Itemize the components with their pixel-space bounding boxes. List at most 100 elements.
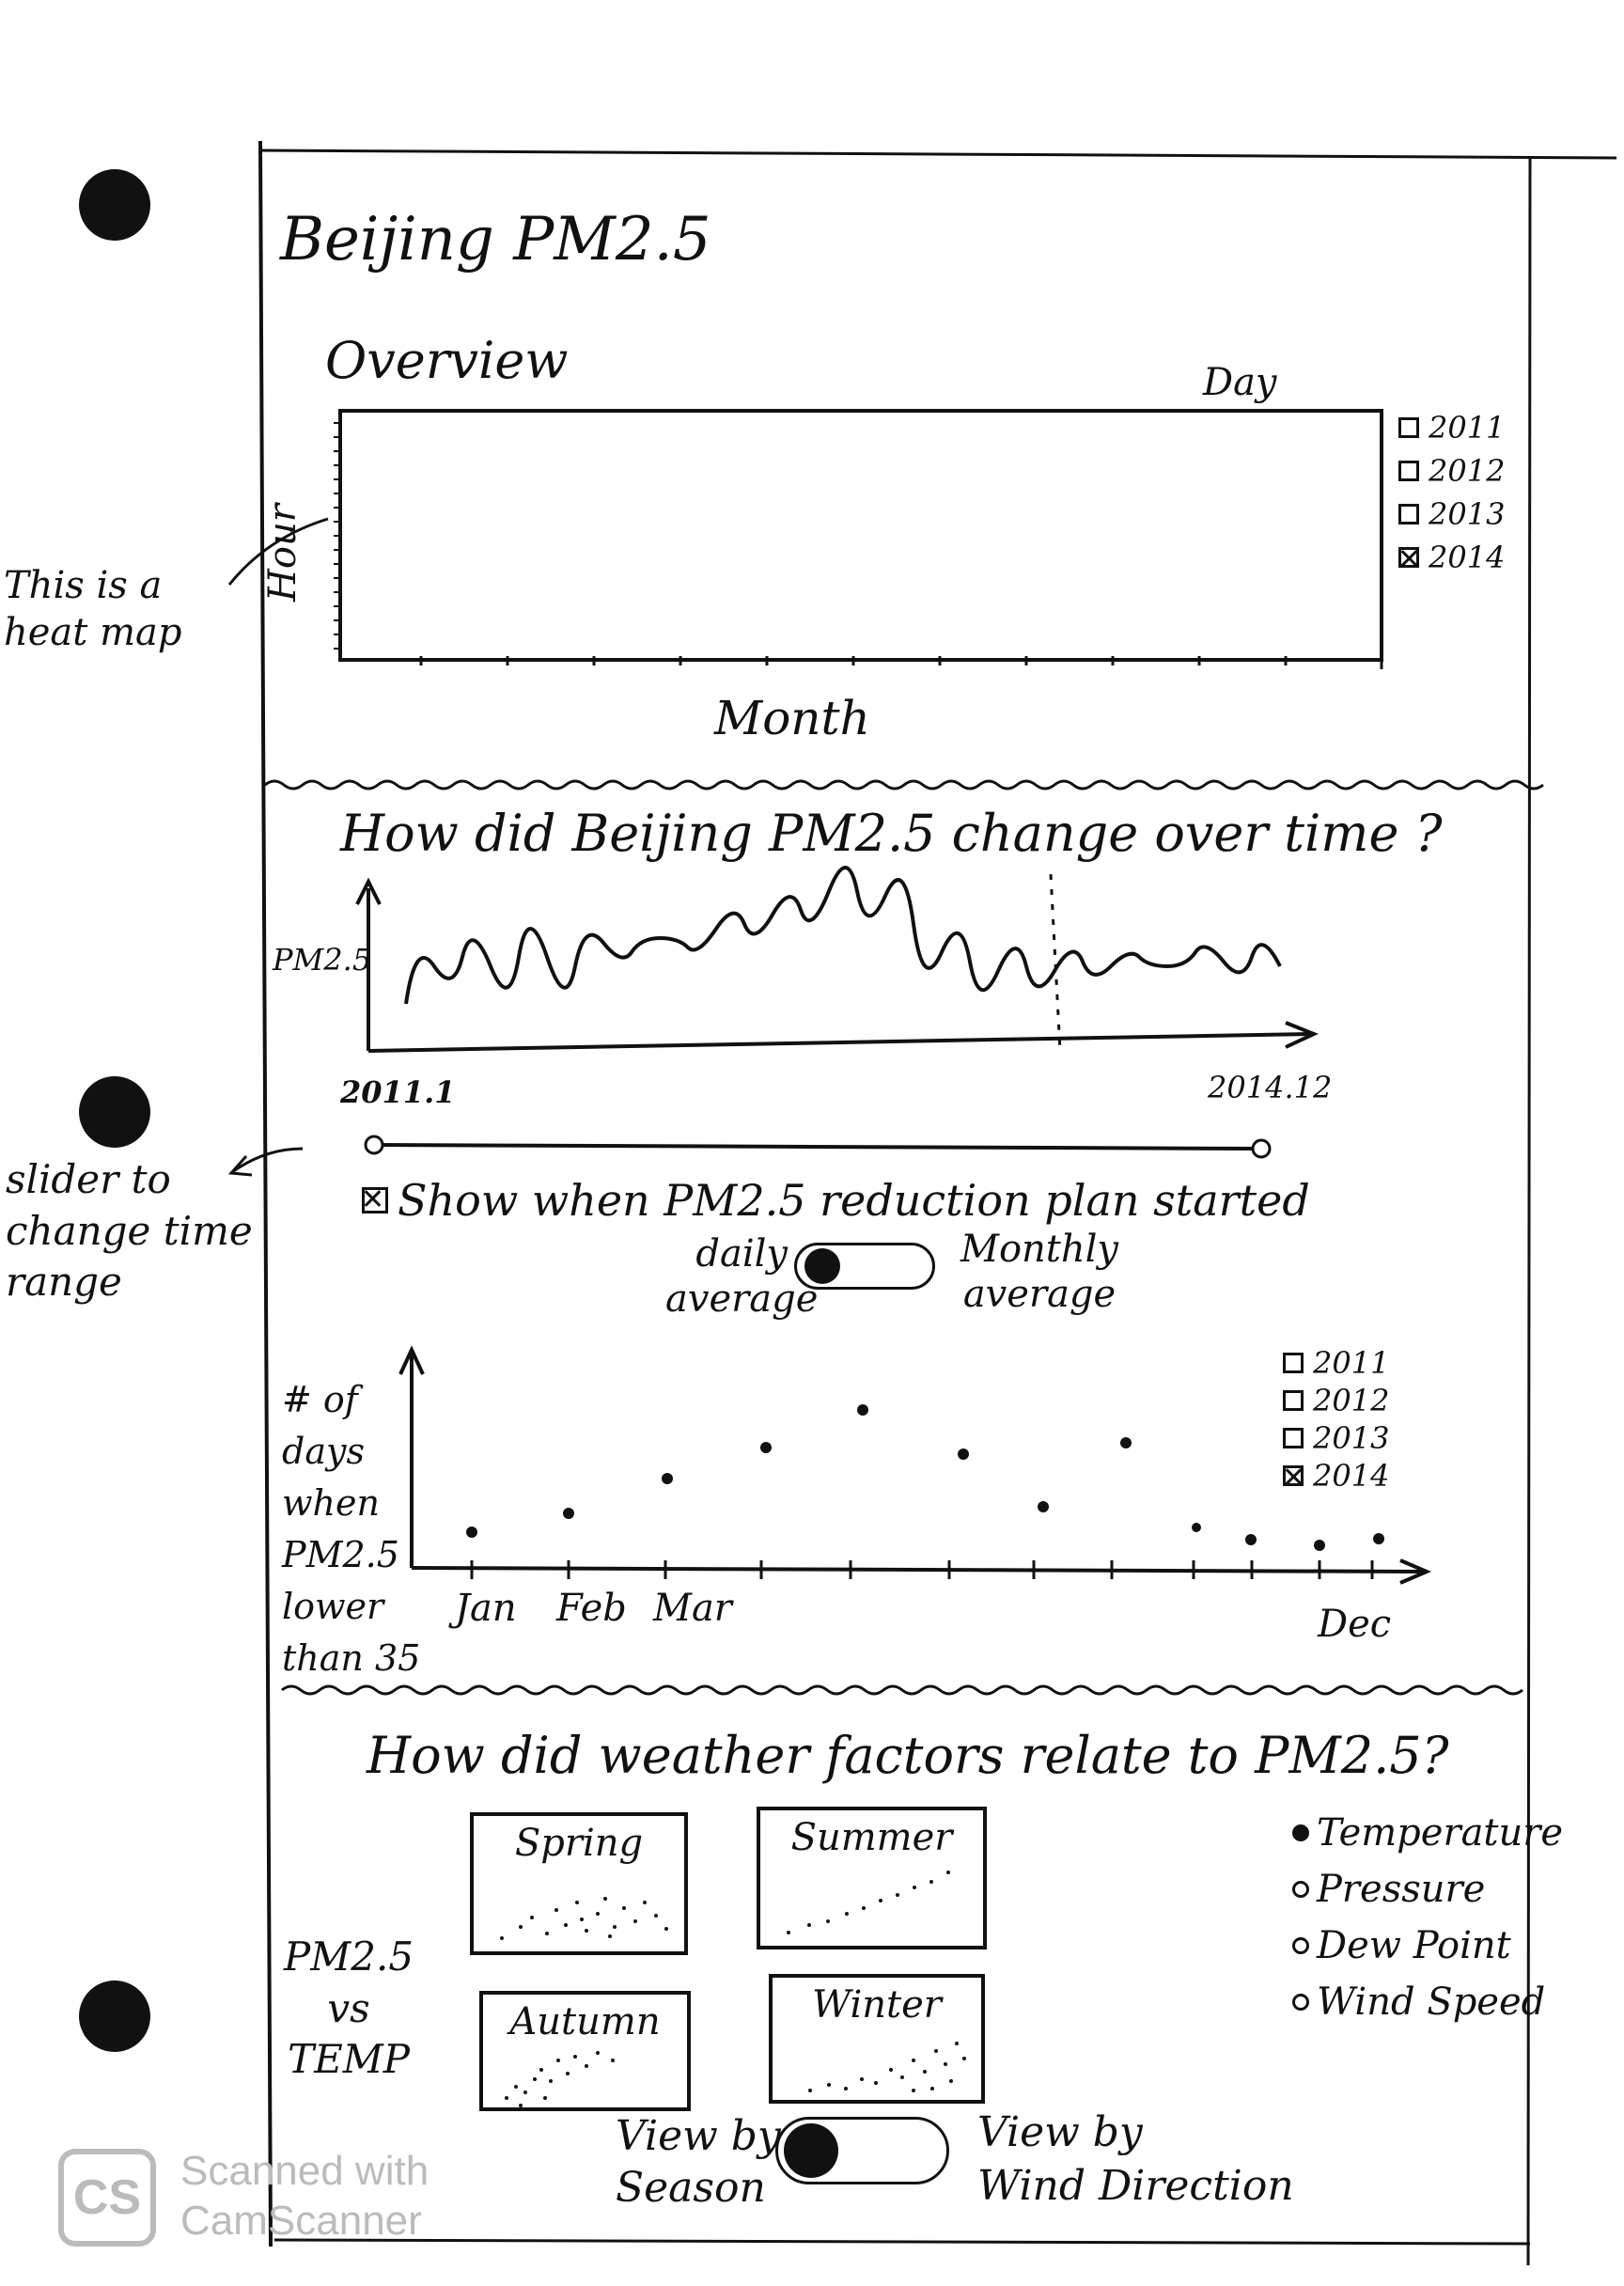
timeline-end-label: 2014.12 xyxy=(1208,1070,1333,1105)
days-x-label-mar: Mar xyxy=(653,1587,732,1630)
heatmap-y-ticks xyxy=(334,422,340,650)
overview-top-label: Day xyxy=(1203,361,1277,404)
toggle-knob xyxy=(784,2123,838,2178)
legend-item-2012[interactable]: 2012 xyxy=(1398,449,1505,493)
radio-dot[interactable] xyxy=(1292,1824,1309,1841)
legend-label: 2011 xyxy=(1429,410,1506,446)
section-divider xyxy=(281,1684,1523,1696)
overview-heading: Overview xyxy=(325,331,569,390)
checkbox-2011[interactable] xyxy=(1283,1353,1304,1373)
slider-annotation-line: slider to xyxy=(6,1156,171,1202)
slider-annotation: slider to change time range xyxy=(6,1154,253,1308)
side-label-line: vs xyxy=(327,1984,370,2031)
legend-item-2013[interactable]: 2013 xyxy=(1398,493,1505,536)
checkbox-2013[interactable] xyxy=(1398,504,1419,525)
heatmap-annotation: This is a heat map xyxy=(4,564,182,654)
side-label-line: TEMP xyxy=(288,2036,410,2083)
heatmap-box xyxy=(338,409,1383,662)
annotation-arrow xyxy=(227,517,329,586)
toggle-left-line: daily xyxy=(695,1232,788,1276)
punch-hole xyxy=(79,1076,150,1148)
average-toggle[interactable] xyxy=(794,1243,935,1290)
view-toggle-right-label: View by Wind Direction xyxy=(977,2106,1294,2213)
season-label: Summer xyxy=(790,1816,953,1859)
days-y-label-line: than 35 xyxy=(282,1637,421,1680)
radio-pressure[interactable]: Pressure xyxy=(1292,1861,1563,1918)
checkbox-2012[interactable] xyxy=(1398,461,1419,481)
season-label: Spring xyxy=(514,1822,644,1865)
season-chart-autumn[interactable]: Autumn xyxy=(479,1991,691,2111)
view-toggle-right-line: Wind Direction xyxy=(977,2162,1294,2211)
radio-dot[interactable] xyxy=(1292,1937,1309,1954)
days-y-label-line: # of xyxy=(282,1379,358,1420)
checkbox-2011[interactable] xyxy=(1398,417,1419,438)
timeline-heading: How did Beijing PM2.5 change over time ? xyxy=(340,804,1443,863)
watermark-line: Scanned with xyxy=(180,2148,429,2194)
view-toggle[interactable] xyxy=(775,2117,949,2184)
checkbox-2014[interactable] xyxy=(1398,547,1419,568)
days-y-label-line: lower xyxy=(282,1586,384,1628)
checkbox-2013[interactable] xyxy=(1283,1428,1304,1448)
annotation-arrow xyxy=(231,1147,304,1174)
days-y-label-line: when xyxy=(282,1482,380,1525)
camscanner-watermark-text: Scanned with CamScanner xyxy=(180,2147,429,2247)
legend-item-2013[interactable]: 2013 xyxy=(1283,1419,1389,1457)
toggle-right-line: Monthly xyxy=(960,1228,1119,1271)
legend-label: 2012 xyxy=(1313,1383,1390,1418)
slider-track xyxy=(373,1143,1258,1151)
radio-temperature[interactable]: Temperature xyxy=(1292,1805,1563,1861)
season-label: Winter xyxy=(812,1983,942,2027)
days-x-label-feb: Feb xyxy=(556,1587,627,1630)
toggle-left-label: daily average xyxy=(665,1231,818,1322)
legend-item-2011[interactable]: 2011 xyxy=(1283,1344,1389,1382)
factor-label: Dew Point xyxy=(1317,1924,1511,1967)
reduction-plan-checkbox[interactable] xyxy=(362,1187,388,1213)
checkbox-2012[interactable] xyxy=(1283,1390,1304,1411)
legend-label: 2014 xyxy=(1313,1458,1390,1494)
pm25-timeseries-line xyxy=(404,866,1282,1005)
days-x-label-jan: Jan xyxy=(455,1587,517,1630)
legend-item-2012[interactable]: 2012 xyxy=(1283,1382,1389,1419)
heatmap-x-ticks xyxy=(419,656,1383,669)
radio-dot[interactable] xyxy=(1292,1881,1309,1898)
factor-label: Pressure xyxy=(1317,1868,1486,1911)
legend-label: 2014 xyxy=(1429,540,1506,575)
page-title: Beijing PM2.5 xyxy=(280,205,711,274)
watermark-line: CamScanner xyxy=(180,2197,422,2244)
legend-label: 2013 xyxy=(1313,1420,1390,1456)
season-chart-winter[interactable]: Winter xyxy=(769,1974,985,2104)
camscanner-logo: CS xyxy=(58,2149,156,2247)
toggle-knob xyxy=(804,1248,840,1284)
legend-label: 2011 xyxy=(1313,1345,1390,1381)
legend-item-2014[interactable]: 2014 xyxy=(1398,536,1505,579)
season-chart-summer[interactable]: Summer xyxy=(757,1807,987,1949)
radio-dot[interactable] xyxy=(1292,1994,1309,2011)
days-y-label-line: PM2.5 xyxy=(282,1534,399,1576)
reduction-plan-checkbox-row[interactable]: Show when PM2.5 reduction plan started xyxy=(362,1175,1310,1226)
slider-annotation-line: change time xyxy=(6,1207,253,1254)
section-divider xyxy=(264,779,1544,791)
season-chart-spring[interactable]: Spring xyxy=(470,1812,688,1955)
days-y-label-line: days xyxy=(282,1431,365,1473)
checkbox-2014[interactable] xyxy=(1283,1465,1304,1486)
radio-dew-point[interactable]: Dew Point xyxy=(1292,1918,1563,1974)
season-label: Autumn xyxy=(509,2000,661,2043)
days-scatter-points xyxy=(466,1404,1384,1551)
view-toggle-left-label: View by Season xyxy=(616,2110,781,2214)
days-year-legend: 2011 2012 2013 2014 xyxy=(1283,1344,1389,1495)
winter-scatter xyxy=(808,2042,966,2092)
timeline-start-label: 2011.1 xyxy=(340,1074,456,1110)
legend-item-2014[interactable]: 2014 xyxy=(1283,1457,1389,1495)
overview-y-label: Hour xyxy=(261,504,304,602)
toggle-right-line: average xyxy=(962,1273,1116,1316)
reduction-plan-label: Show when PM2.5 reduction plan started xyxy=(398,1175,1310,1226)
slider-annotation-line: range xyxy=(6,1259,122,1306)
radio-wind-speed[interactable]: Wind Speed xyxy=(1292,1974,1563,2030)
punch-hole xyxy=(79,169,150,241)
spring-scatter xyxy=(500,1897,668,1940)
weather-side-label: PM2.5 vs TEMP xyxy=(284,1932,414,2086)
legend-item-2011[interactable]: 2011 xyxy=(1398,406,1505,449)
days-x-ticks xyxy=(470,1560,1374,1579)
autumn-scatter xyxy=(505,2051,615,2107)
